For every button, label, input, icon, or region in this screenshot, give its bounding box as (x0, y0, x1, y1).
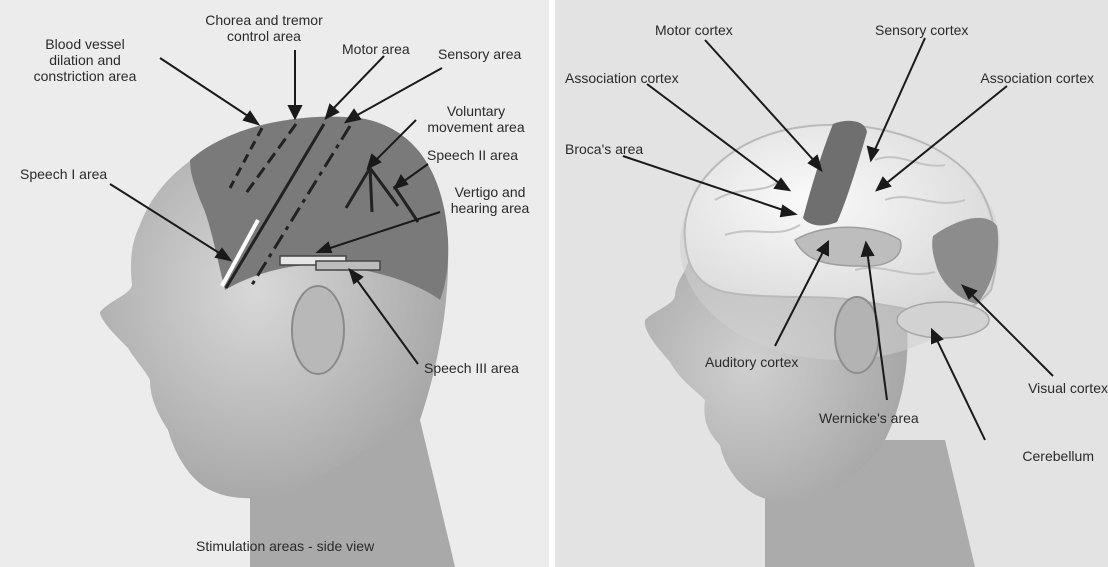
sensory-cortex-label: Sensory cortex (875, 22, 968, 38)
cerebellum-region (897, 302, 989, 338)
motor-cortex-label: Motor cortex (655, 22, 733, 38)
speech-2-label: Speech II area (427, 147, 518, 163)
panel-caption: Stimulation areas - side view (196, 538, 374, 554)
voluntary-label-line-1: Voluntary (406, 103, 546, 119)
ear-shape (835, 297, 879, 373)
ear-shape (292, 286, 344, 374)
speech-1-label: Speech I area (20, 166, 107, 182)
voluntary-movement-label: Voluntary movement area (406, 103, 546, 135)
vertigo-label-line-2: hearing area (434, 200, 546, 216)
cerebellum-leader (935, 336, 985, 440)
chorea-label: Chorea and tremor control area (196, 12, 332, 44)
blood-vessel-label-line-1: Blood vessel (10, 36, 160, 52)
blood-vessel-label-line-3: constriction area (10, 68, 160, 84)
wernickes-area-label: Wernicke's area (819, 410, 919, 426)
auditory-cortex-label: Auditory cortex (705, 354, 798, 370)
chorea-label-line-2: control area (196, 28, 332, 44)
sensory-area-label: Sensory area (438, 46, 521, 62)
blood-vessel-label: Blood vessel dilation and constriction a… (10, 36, 160, 84)
chorea-label-line-1: Chorea and tremor (196, 12, 332, 28)
speech-3-stimulation-bar (316, 261, 380, 270)
brocas-area-label: Broca's area (565, 141, 643, 157)
side-view-head-illustration (0, 0, 549, 567)
speech-3-label: Speech III area (424, 360, 519, 376)
chorea-arrowhead (289, 106, 301, 118)
cerebellum-label: Cerebellum (1022, 448, 1094, 464)
sensory-area-arrowhead (346, 110, 360, 122)
vertigo-label-line-1: Vertigo and (434, 184, 546, 200)
blood-vessel-label-line-2: dilation and (10, 52, 160, 68)
association-cortex-right-label: Association cortex (980, 70, 1094, 86)
brain-regions-panel: Motor cortex Sensory cortex Association … (555, 0, 1108, 567)
voluntary-fan-line-2 (370, 168, 372, 212)
visual-cortex-leader (969, 292, 1053, 376)
visual-cortex-label: Visual cortex (1028, 380, 1108, 396)
association-cortex-left-label: Association cortex (565, 70, 679, 86)
blood-vessel-leader (160, 58, 254, 120)
motor-area-label: Motor area (342, 41, 410, 57)
vertigo-label: Vertigo and hearing area (434, 184, 546, 216)
voluntary-label-line-2: movement area (406, 119, 546, 135)
stimulation-areas-panel: Blood vessel dilation and constriction a… (0, 0, 549, 567)
